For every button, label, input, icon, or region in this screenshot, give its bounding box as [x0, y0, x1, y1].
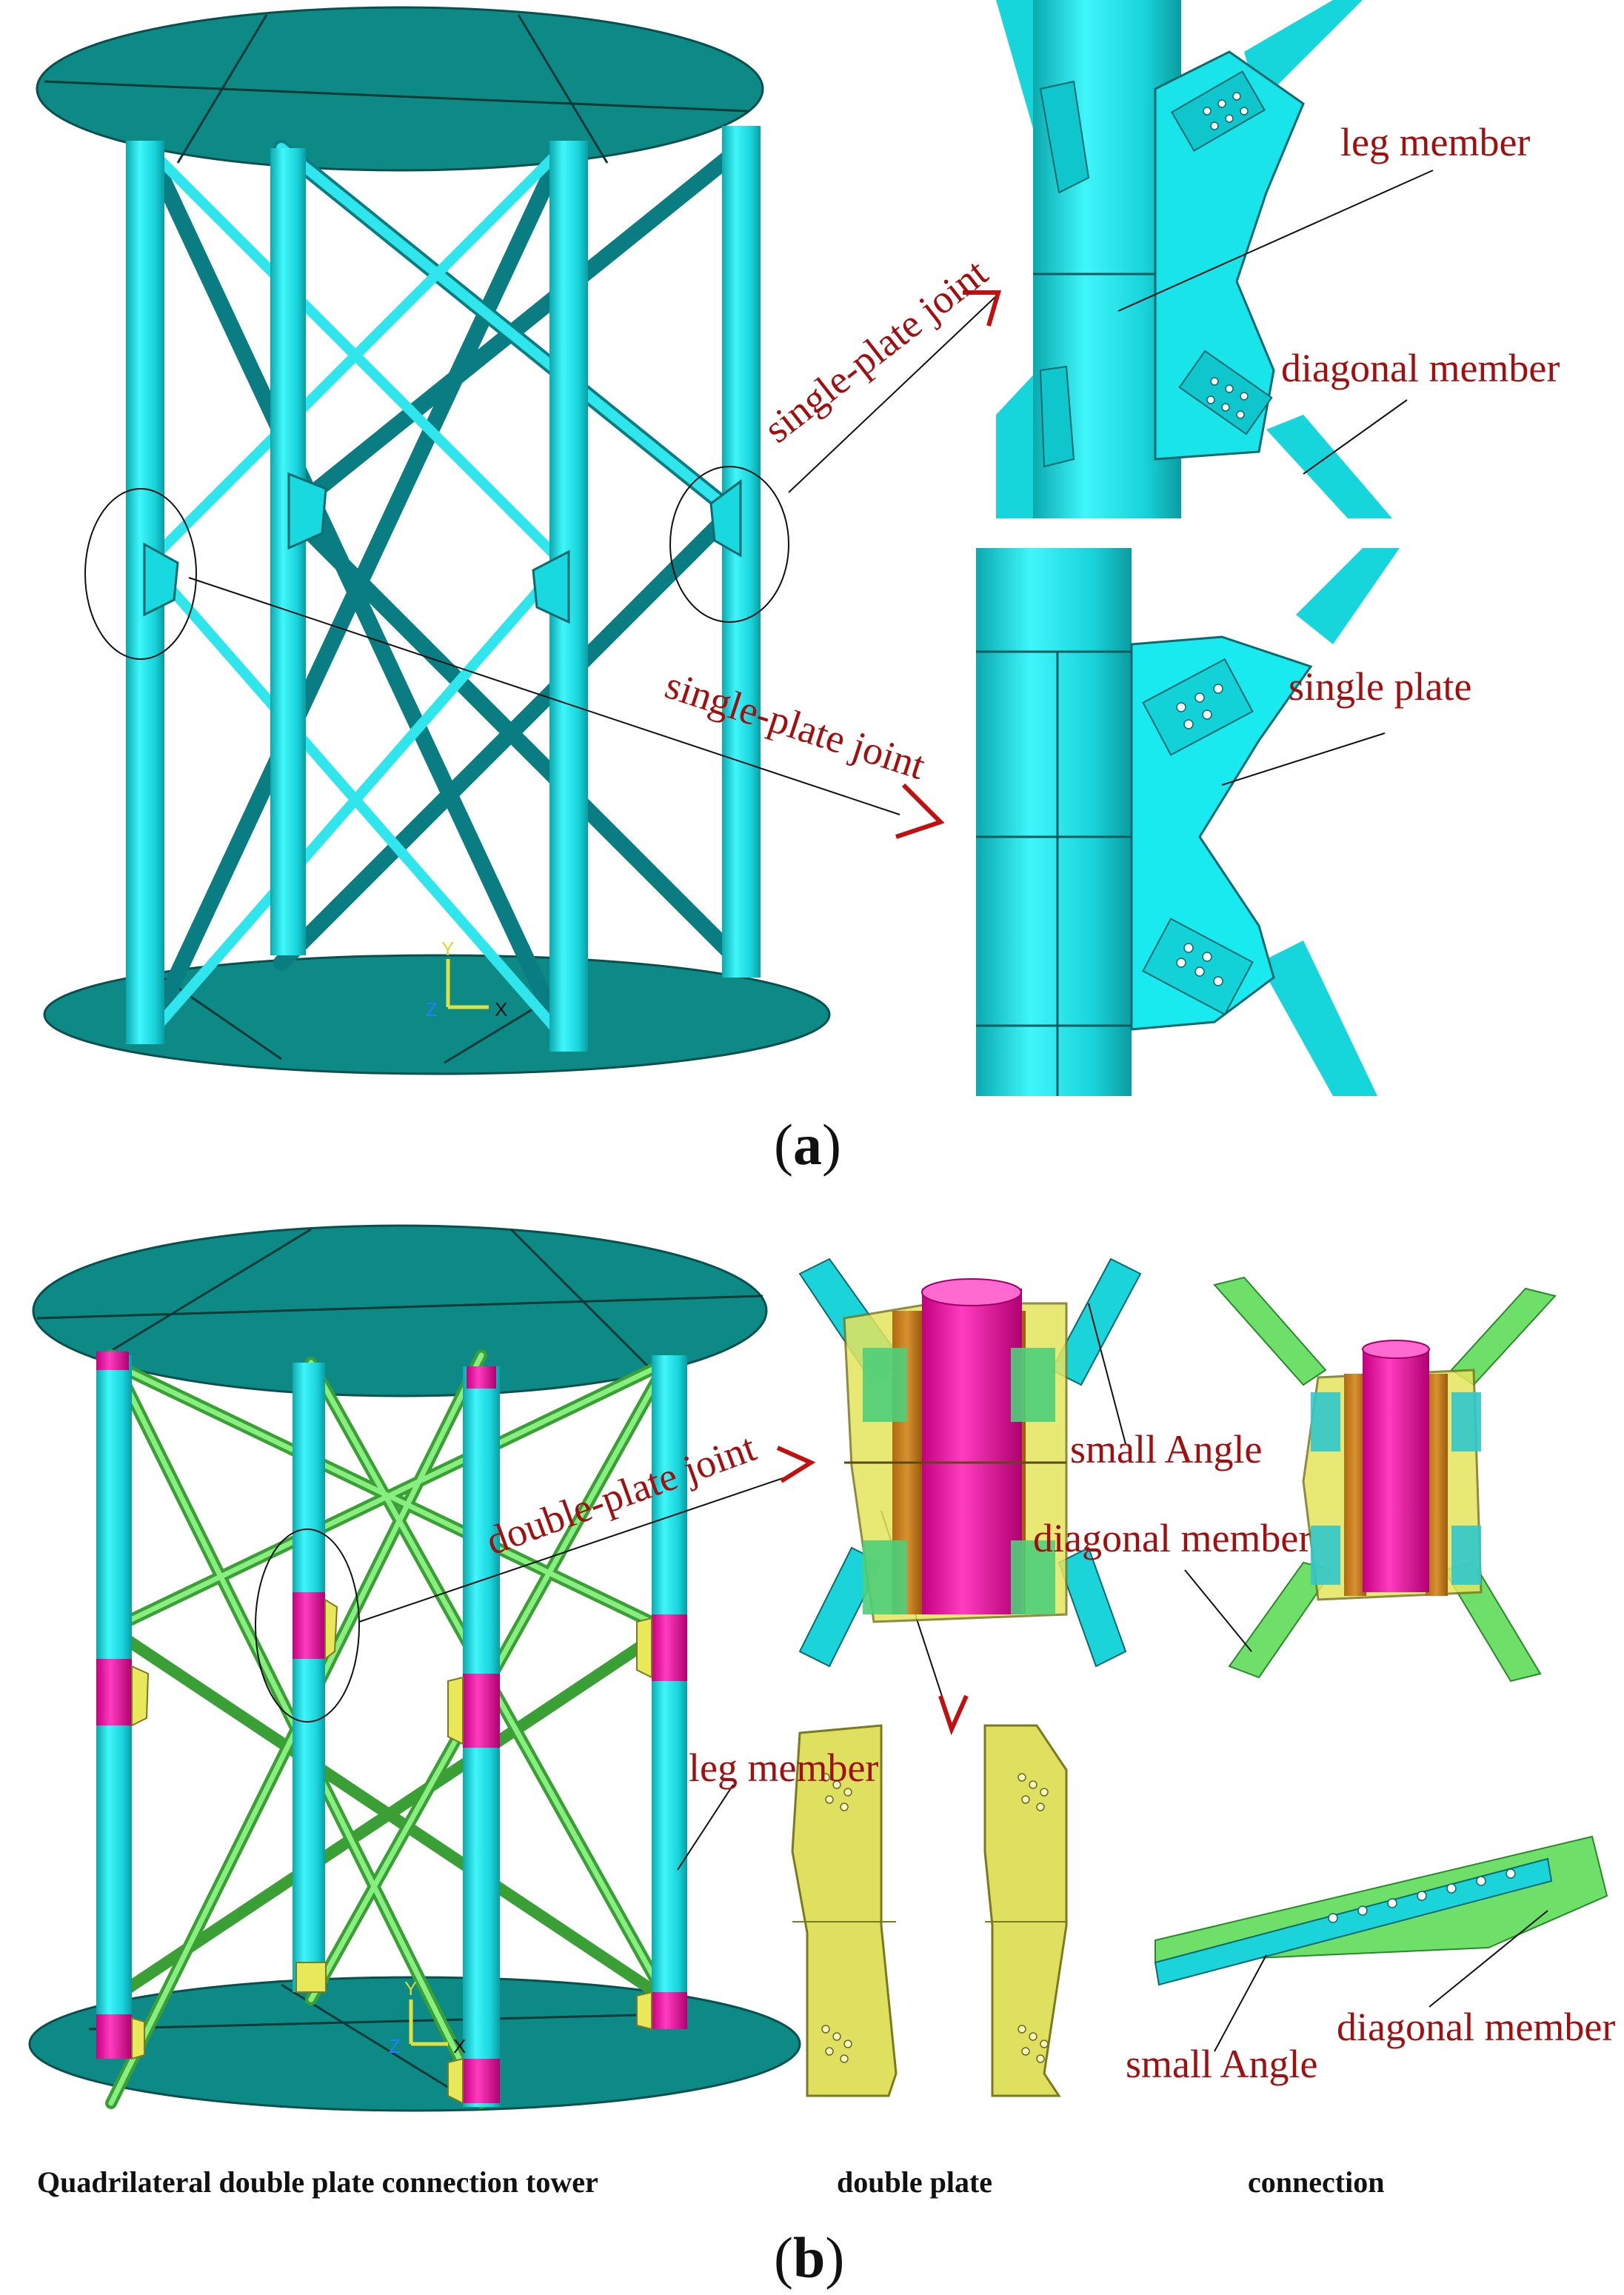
leader-leg-member: [677, 1784, 734, 1871]
leader-single-plate: [1221, 732, 1386, 786]
detail-a-bottom: [976, 548, 1400, 1096]
label-small-angle-bottom: small Angle: [1126, 2042, 1317, 2086]
detail-b-double-plate: [791, 1724, 1068, 2097]
tower-b-joint-tubes: [96, 1352, 687, 2103]
tower-a-top-disc-seams: [44, 14, 749, 164]
callout-line-a-bottom: [188, 577, 900, 815]
double-plate-right: [983, 1724, 1068, 2097]
panel-a: Y Z X single-plate joint single-plate jo…: [36, 0, 1560, 1177]
axis-x-label-b: X: [453, 2035, 466, 2057]
tower-b: Y Z X: [28, 1224, 801, 2112]
callout-label-a-top: single-plate joint: [755, 250, 995, 452]
tower-a-leg-2: [270, 148, 306, 955]
panel-b-label: (b): [774, 2225, 844, 2290]
label-diagonal-member: diagonal member: [1281, 346, 1560, 390]
label-leg-member-b: leg member: [689, 1746, 878, 1790]
detail-b-joint-2-tube: [1363, 1348, 1429, 1592]
connection-diagonal-member: [1154, 1835, 1608, 1964]
label-small-angle-top: small Angle: [1070, 1427, 1262, 1471]
caption-connection: connection: [1248, 2165, 1384, 2199]
tower-a-magnifier-left: [84, 488, 197, 660]
leader-diagonal-member: [1303, 399, 1408, 475]
tower-b-magnifier: [255, 1529, 360, 1723]
detail-b-connection: [1154, 1835, 1608, 1986]
label-diagonal-member-top: diagonal member: [1033, 1516, 1311, 1560]
tower-b-leg-2: [293, 1363, 325, 1992]
axis-y-label-b: Y: [404, 1977, 417, 2000]
leader-leg-member: [1117, 170, 1434, 312]
axis-y-label: Y: [441, 938, 454, 960]
caption-double-plate: double plate: [837, 2165, 992, 2199]
leader-diagonal-member-top: [1184, 1569, 1252, 1652]
caption-tower: Quadrilateral double plate connection to…: [37, 2165, 598, 2199]
axis-z-label: Z: [426, 998, 438, 1020]
tower-a: Y Z X: [36, 6, 831, 1075]
tower-b-axis-triad: Y Z X: [389, 1977, 466, 2057]
detail-b-joint-tube: [922, 1289, 1022, 1614]
tower-a-magnifier-right: [669, 466, 789, 623]
leader-small-angle-top: [1088, 1303, 1126, 1445]
callout-arrowhead-a-bottom: [895, 783, 945, 839]
tower-a-top-disc: [36, 6, 764, 172]
detail-b-joint-2: [1213, 1276, 1557, 1683]
double-plate-left: [791, 1724, 898, 2097]
detail-b-joint: [798, 1257, 1142, 1668]
callout-arrowhead-b-down: [938, 1694, 969, 1736]
tower-a-axis-triad: Y Z X: [426, 938, 507, 1020]
tower-a-diagonals-front: [143, 143, 746, 1042]
callout-arrowhead-a-top: [963, 290, 1001, 327]
callout-line-a-top: [788, 295, 997, 493]
detail-a-top: [996, 0, 1392, 518]
callout-arrowhead-b-right: [776, 1446, 816, 1483]
detail-a-bottom-leg: [976, 548, 1132, 1096]
axis-x-label: X: [495, 998, 507, 1020]
leader-diagonal-member-bottom: [1428, 1910, 1548, 2008]
callout-line-b: [358, 1473, 797, 1623]
tower-a-joint-plates: [143, 472, 742, 624]
label-leg-member: leg member: [1340, 120, 1530, 164]
panel-b: Y Z X double-plate joint: [28, 1224, 1615, 2290]
leader-small-angle-bottom: [1214, 1954, 1267, 2052]
tower-b-leg-4: [652, 1355, 687, 2022]
detail-a-top-plate: [1154, 50, 1305, 461]
callout-label-a-bottom: single-plate joint: [660, 662, 930, 788]
tower-a-bottom-disc: [43, 954, 831, 1075]
label-diagonal-member-bottom: diagonal member: [1337, 2005, 1615, 2049]
tower-b-top-disc: [32, 1224, 768, 1397]
panel-a-label: (a): [774, 1112, 841, 1177]
axis-z-label-b: Z: [389, 2035, 401, 2057]
label-single-plate: single plate: [1289, 664, 1471, 709]
tower-b-joint-plates: [131, 1598, 652, 2105]
